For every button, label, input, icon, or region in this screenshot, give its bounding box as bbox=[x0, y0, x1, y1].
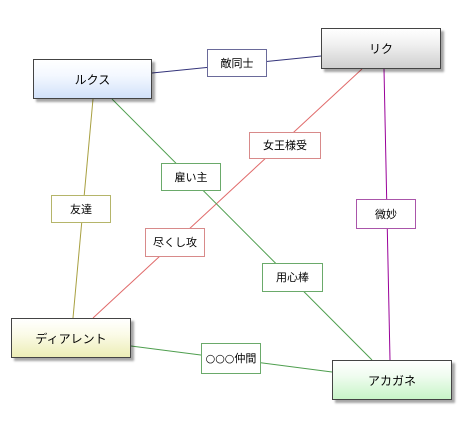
edge-lux-akagane-line bbox=[111, 98, 373, 361]
edge-label-subtle: 微妙 bbox=[356, 199, 416, 229]
edge-label-enemies: 敵同士 bbox=[207, 49, 267, 77]
node-diarent[interactable]: ディアレント bbox=[11, 318, 131, 358]
edge-label-ooo-companions: ○○○仲間 bbox=[201, 343, 261, 374]
edge-label-friends: 友達 bbox=[51, 195, 111, 223]
node-lux-label: ルクス bbox=[74, 72, 111, 87]
node-akagane-label: アカガネ bbox=[367, 373, 416, 388]
edge-riku-diarent-line bbox=[92, 68, 363, 319]
edge-label-bodyguard: 用心棒 bbox=[262, 263, 323, 292]
edge-label-queen-uke: 女王様受 bbox=[249, 132, 321, 159]
edge-label-employer: 雇い主 bbox=[161, 163, 221, 191]
node-riku-label: リク bbox=[368, 42, 393, 56]
node-diarent-label: ディアレント bbox=[35, 331, 107, 346]
node-lux[interactable]: ルクス bbox=[33, 59, 152, 99]
node-akagane[interactable]: アカガネ bbox=[332, 360, 452, 400]
edge-label-devoted-seme: 尽くし攻 bbox=[145, 228, 205, 257]
node-riku[interactable]: リク bbox=[321, 28, 441, 69]
